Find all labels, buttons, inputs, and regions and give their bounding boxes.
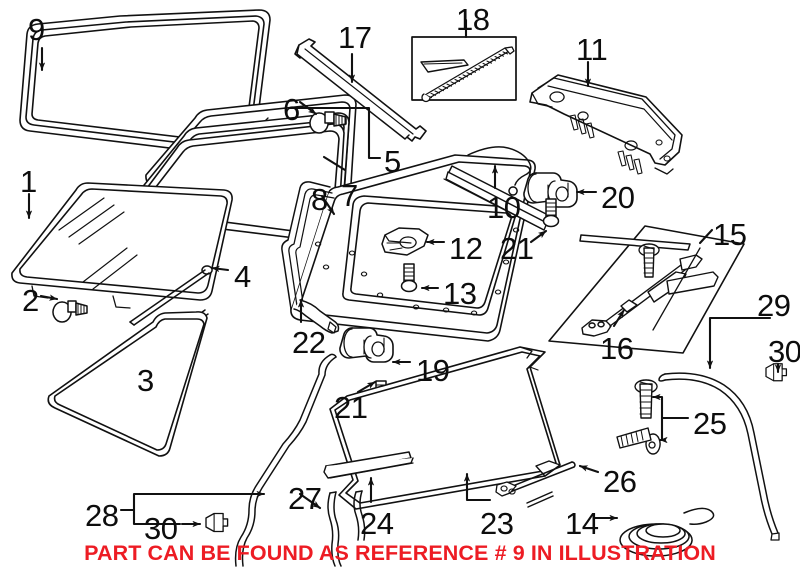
callout-20: 20 — [601, 180, 635, 215]
part-26b-pin-rod — [526, 491, 554, 508]
part-18-drive-cable-inset — [411, 36, 517, 103]
part-2-bolt-small-flange — [52, 300, 88, 323]
part-17-trim-molding — [294, 38, 427, 142]
part-21-bolt-stud-upper — [542, 198, 560, 228]
callout-17: 17 — [338, 20, 372, 55]
callout-3: 3 — [137, 363, 154, 398]
part-15-guide-rail-kit-inset — [548, 225, 745, 354]
part-27b-drain-hose-front — [353, 490, 366, 541]
callout-15: 15 — [713, 217, 747, 252]
part-19-motor-drive-unit — [339, 327, 394, 363]
callout-23: 23 — [480, 506, 514, 541]
part-25-screw-lower — [616, 427, 661, 455]
callout-13: 13 — [443, 276, 477, 311]
callout-19: 19 — [416, 353, 450, 388]
callout-24: 24 — [360, 506, 394, 541]
part-12-bracket-plate — [381, 227, 429, 256]
part-3-seal-ring-lower — [47, 311, 208, 457]
callout-9: 9 — [28, 12, 45, 47]
leader-lines — [25, 18, 782, 528]
part-11-header-cross-member — [529, 74, 683, 175]
part-28-drain-hose-rear — [234, 353, 337, 567]
part-24-sunshade-trim-rail — [323, 451, 414, 479]
callout-1: 1 — [20, 164, 37, 199]
part-30-hose-clip-left — [205, 512, 229, 533]
part-16-slider-guide-assembly — [581, 254, 719, 337]
callout-22: 22 — [292, 325, 326, 360]
callout-6: 6 — [283, 92, 300, 127]
callout-5: 5 — [384, 144, 401, 179]
part-15-screw — [638, 243, 660, 278]
part-13-bolt-stud — [400, 263, 418, 293]
callout-2: 2 — [22, 283, 39, 318]
part-6-bolt-flanged — [309, 111, 347, 134]
callout-29: 29 — [757, 288, 791, 323]
callout-8: 8 — [311, 182, 328, 217]
part-14-coil-spring-spiral — [619, 507, 715, 557]
callout-14: 14 — [565, 506, 599, 541]
callout-11: 11 — [576, 32, 608, 67]
callout-7: 7 — [341, 178, 358, 213]
callout-18: 18 — [456, 2, 490, 37]
part-26-pin-rod — [495, 461, 576, 497]
part-1-glass-panel-front — [11, 182, 233, 309]
part-22-wire-harness-lead — [293, 146, 532, 334]
part-27-drain-hose-front — [327, 491, 342, 567]
part-29-drain-tube-right — [658, 372, 780, 541]
callout-4: 4 — [234, 259, 251, 294]
part-4-rod-trim-strip — [129, 265, 213, 326]
callout-26: 26 — [603, 464, 637, 499]
callout-28: 28 — [85, 498, 119, 533]
callout-10: 10 — [487, 190, 521, 225]
callout-30-right: 30 — [768, 334, 800, 369]
callout-30-left: 30 — [144, 511, 178, 546]
callout-27: 27 — [288, 481, 322, 516]
callout-16: 16 — [600, 331, 634, 366]
part-25-screw-upper — [634, 379, 658, 419]
reference-note: PART CAN BE FOUND AS REFERENCE # 9 IN IL… — [84, 541, 716, 565]
callout-25: 25 — [693, 406, 727, 441]
callout-21-lower: 21 — [334, 390, 368, 425]
callout-12: 12 — [449, 231, 483, 266]
callout-21-upper: 21 — [500, 231, 534, 266]
